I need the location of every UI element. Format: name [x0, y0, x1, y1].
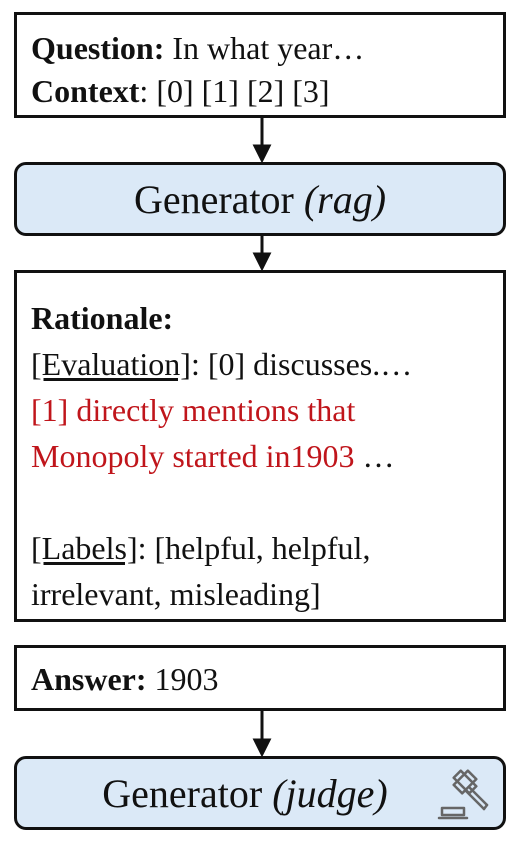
- evaluation-line: [Evaluation]: [0] discusses.…: [31, 341, 503, 387]
- generator-rag-mode: (rag): [303, 176, 387, 222]
- answer-value: 1903: [146, 661, 219, 697]
- generator-judge-box: Generator (judge): [14, 756, 506, 830]
- highlight-suffix: …: [354, 438, 395, 474]
- highlight-line-1: [1] directly mentions that: [31, 392, 356, 428]
- evaluation-tag: [Evaluation]: [31, 346, 191, 382]
- question-text: In what year…: [164, 30, 365, 66]
- highlight-line-2-row: Monopoly started in1903 …: [31, 433, 503, 479]
- labels-tag: [Labels]: [31, 530, 138, 566]
- labels-line-1: [Labels]: [helpful, helpful,: [31, 525, 503, 571]
- gavel-icon: [437, 769, 489, 820]
- context-label: Context: [31, 73, 140, 109]
- generator-judge-mode: (judge): [272, 770, 388, 816]
- question-line: Question: In what year…: [31, 27, 503, 70]
- labels-text-1: : [helpful, helpful,: [137, 530, 371, 566]
- rationale-title: Rationale:: [31, 300, 174, 336]
- answer-line: Answer: 1903: [31, 658, 503, 701]
- answer-label: Answer:: [31, 661, 147, 697]
- query-box: Question: In what year… Context: [0] [1]…: [14, 12, 506, 118]
- question-label: Question:: [31, 30, 165, 66]
- generator-judge-name: Generator: [102, 770, 273, 816]
- generator-rag-name: Generator: [133, 176, 304, 222]
- evaluation-text: : [0] discusses.…: [190, 346, 413, 382]
- highlight-line-2: Monopoly started in1903: [31, 438, 355, 474]
- spacer: [31, 479, 503, 525]
- generator-judge-label: Generator (judge): [102, 770, 387, 817]
- answer-box: Answer: 1903: [14, 645, 506, 711]
- rationale-box: Rationale: [Evaluation]: [0] discusses.……: [14, 270, 506, 622]
- rationale-title-line: Rationale:: [31, 295, 503, 341]
- generator-rag-box: Generator (rag): [14, 162, 506, 236]
- context-line: Context: [0] [1] [2] [3]: [31, 70, 503, 113]
- generator-rag-label: Generator (rag): [134, 176, 386, 223]
- labels-line-2: irrelevant, misleading]: [31, 576, 321, 612]
- context-text: : [0] [1] [2] [3]: [139, 73, 330, 109]
